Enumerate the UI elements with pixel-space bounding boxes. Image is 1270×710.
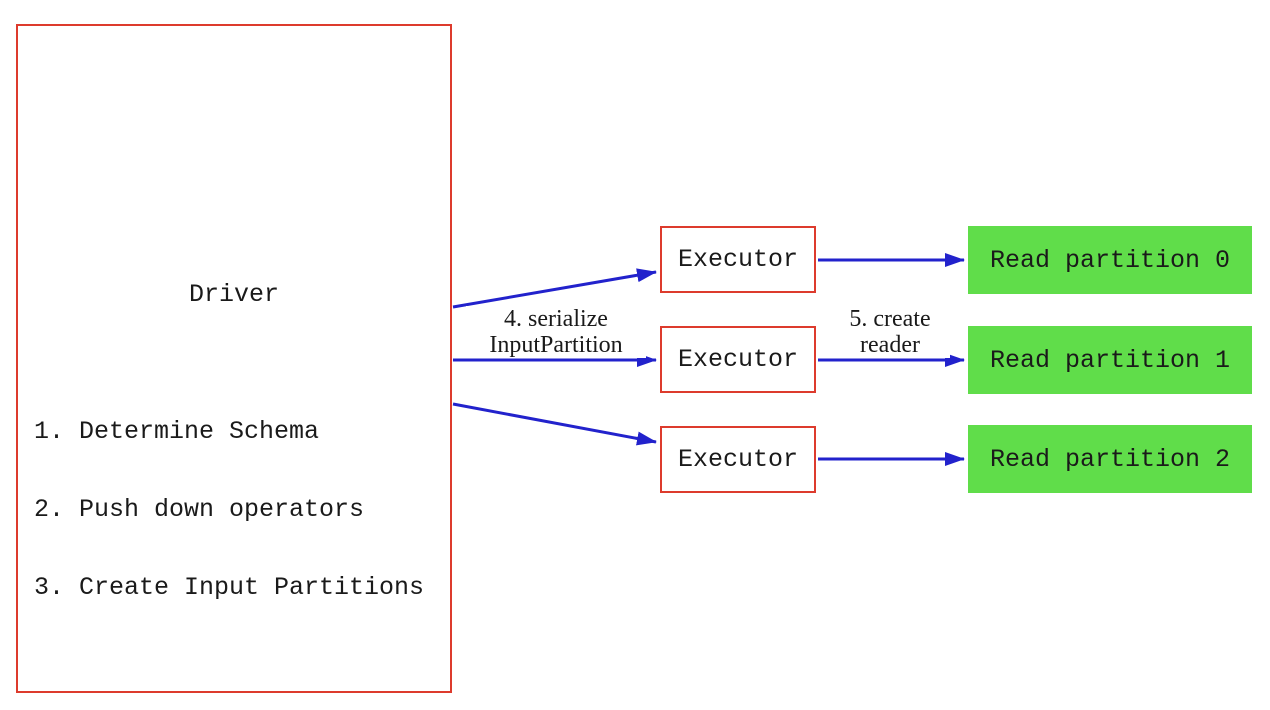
- read-partition-node-2: Read partition 2: [968, 425, 1252, 493]
- read-partition-node-1: Read partition 1: [968, 326, 1252, 394]
- driver-to-executor-2-arrow: [452, 402, 657, 446]
- executor-node-1: Executor: [660, 326, 816, 393]
- read-partition-label-0: Read partition 0: [989, 245, 1231, 275]
- driver-step-1: 1. Determine Schema: [34, 417, 320, 446]
- serialize-label-line2: InputPartition: [489, 332, 623, 358]
- read-partition-label-1: Read partition 1: [989, 345, 1231, 375]
- driver-steps-list: 1. Determine Schema 2. Push down operato…: [34, 367, 424, 653]
- read-partition-node-0: Read partition 0: [968, 226, 1252, 294]
- create-reader-label-line1: 5. create: [849, 306, 931, 332]
- executor-label-2: Executor: [677, 445, 799, 474]
- driver-node: Driver 1. Determine Schema 2. Push down …: [16, 24, 452, 693]
- serialize-label-line1: 4. serialize: [504, 306, 608, 332]
- driver-to-executor-0-arrow: [452, 268, 657, 309]
- create-reader-label: 5. create reader: [830, 306, 950, 358]
- executor-node-2: Executor: [660, 426, 816, 493]
- driver-title: Driver: [188, 280, 279, 309]
- executor-node-0: Executor: [660, 226, 816, 293]
- read-partition-label-2: Read partition 2: [989, 444, 1231, 474]
- executor-label-1: Executor: [677, 345, 799, 374]
- driver-step-2: 2. Push down operators: [34, 495, 365, 524]
- serialize-inputpartition-label: 4. serialize InputPartition: [466, 306, 646, 358]
- create-reader-label-line2: reader: [860, 332, 920, 358]
- executor-label-0: Executor: [677, 245, 799, 274]
- driver-step-3: 3. Create Input Partitions: [34, 573, 425, 602]
